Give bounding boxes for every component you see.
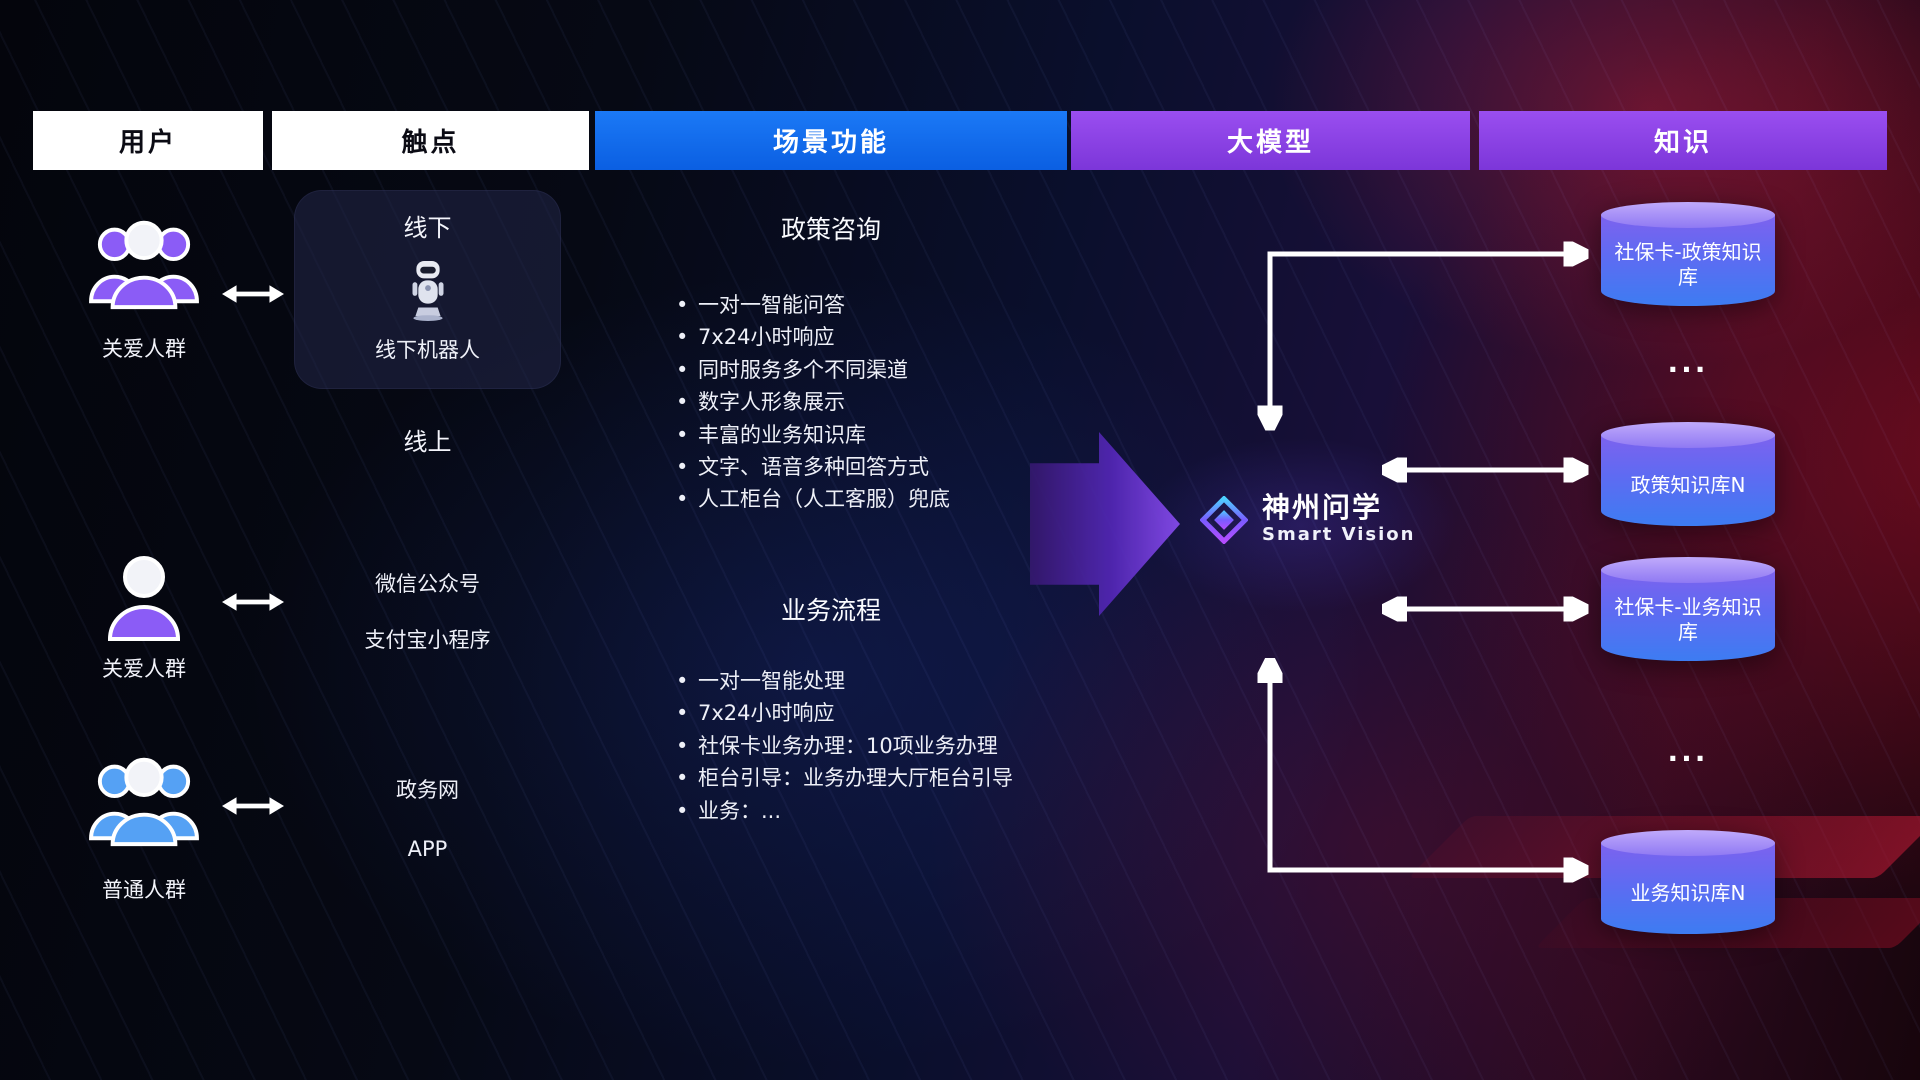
cylinder-cap [1601, 422, 1775, 448]
header-users: 用户 [33, 111, 263, 170]
database-label: 政策知识库N [1630, 472, 1746, 497]
arrow-elbow-top [1270, 254, 1582, 424]
robot-icon [403, 259, 453, 325]
bullet-item: 7x24小时响应 [674, 321, 950, 354]
database-label: 业务知识库N [1630, 880, 1746, 905]
user-label: 关爱人群 [102, 657, 186, 681]
bullet-item: 柜台引导：业务办理大厅柜台引导 [674, 762, 1013, 795]
header-scene-functions: 场景功能 [595, 111, 1067, 170]
cylinder-body [1601, 435, 1775, 526]
bullet-item: 人工柜台（人工客服）兜底 [674, 483, 950, 516]
bullet-item: 同时服务多个不同渠道 [674, 354, 950, 387]
user-person-care-2: 关爱人群 [54, 551, 234, 683]
header-llm: 大模型 [1071, 111, 1470, 170]
knowledge-ellipsis: ... [1667, 346, 1709, 379]
database-icon-business-card: 社保卡-业务知识库 [1601, 557, 1775, 661]
header-knowledge: 知识 [1479, 111, 1887, 170]
touchpoint-wechat: 微信公众号 [375, 572, 480, 596]
user-label: 普通人群 [102, 878, 186, 902]
cylinder-cap [1601, 830, 1775, 856]
model-subtitle: Smart Vision [1262, 524, 1416, 545]
model-logo: 神州问学 Smart Vision [1199, 491, 1416, 546]
bullet-item: 数字人形象展示 [674, 386, 950, 419]
bullet-item: 业务：... [674, 795, 1013, 828]
offline-device-label: 线下机器人 [375, 338, 480, 362]
bullet-item: 社保卡业务办理：10项业务办理 [674, 730, 1013, 763]
business-bullet-list: 一对一智能处理 7x24小时响应 社保卡业务办理：10项业务办理 柜台引导：业务… [674, 665, 1013, 827]
offline-touchpoint-card: 线下 线下机器人 [294, 190, 561, 389]
knowledge-ellipsis: ... [1667, 735, 1709, 768]
database-icon-business-n: 业务知识库N [1601, 830, 1775, 934]
cylinder-cap [1601, 557, 1775, 583]
cylinder-body [1601, 843, 1775, 934]
bullet-item: 丰富的业务知识库 [674, 419, 950, 452]
offline-title: 线下 [403, 214, 452, 242]
bullet-item: 7x24小时响应 [674, 697, 1013, 730]
user-group-general: 普通人群 [54, 748, 234, 904]
cylinder-body [1601, 570, 1775, 661]
care-person-icon [102, 556, 186, 647]
bullet-item: 一对一智能处理 [674, 665, 1013, 698]
general-group-icon [85, 757, 203, 854]
touchpoint-gov-web: 政务网 [396, 778, 459, 802]
scene-title-policy: 政策咨询 [780, 215, 881, 244]
bullet-item: 文字、语音多种回答方式 [674, 451, 950, 484]
bullet-item: 一对一智能问答 [674, 289, 950, 322]
database-label: 社保卡-政策知识库 [1614, 240, 1762, 289]
touchpoint-alipay: 支付宝小程序 [364, 628, 491, 652]
bidirectional-arrow-icon [222, 791, 284, 821]
bidirectional-arrow-icon [222, 279, 284, 309]
cylinder-body [1601, 215, 1775, 306]
flow-arrow-icon [1030, 432, 1180, 616]
user-label: 关爱人群 [102, 337, 186, 361]
scene-title-business: 业务流程 [780, 596, 881, 625]
policy-bullet-list: 一对一智能问答 7x24小时响应 同时服务多个不同渠道 数字人形象展示 丰富的业… [674, 289, 950, 516]
cylinder-cap [1601, 202, 1775, 228]
touchpoint-app: APP [407, 837, 448, 861]
bidirectional-arrow-icon [222, 587, 284, 617]
arrow-elbow-bottom [1270, 664, 1582, 870]
database-icon-policy-card: 社保卡-政策知识库 [1601, 202, 1775, 306]
database-label: 社保卡-业务知识库 [1614, 595, 1762, 644]
care-group-icon [85, 220, 203, 317]
header-touchpoints: 触点 [272, 111, 589, 170]
model-name: 神州问学 [1262, 491, 1383, 524]
user-group-care-1: 关爱人群 [54, 211, 234, 363]
online-title: 线上 [403, 428, 452, 456]
logo-diamond-icon [1199, 495, 1249, 545]
database-icon-policy-n: 政策知识库N [1601, 422, 1775, 526]
